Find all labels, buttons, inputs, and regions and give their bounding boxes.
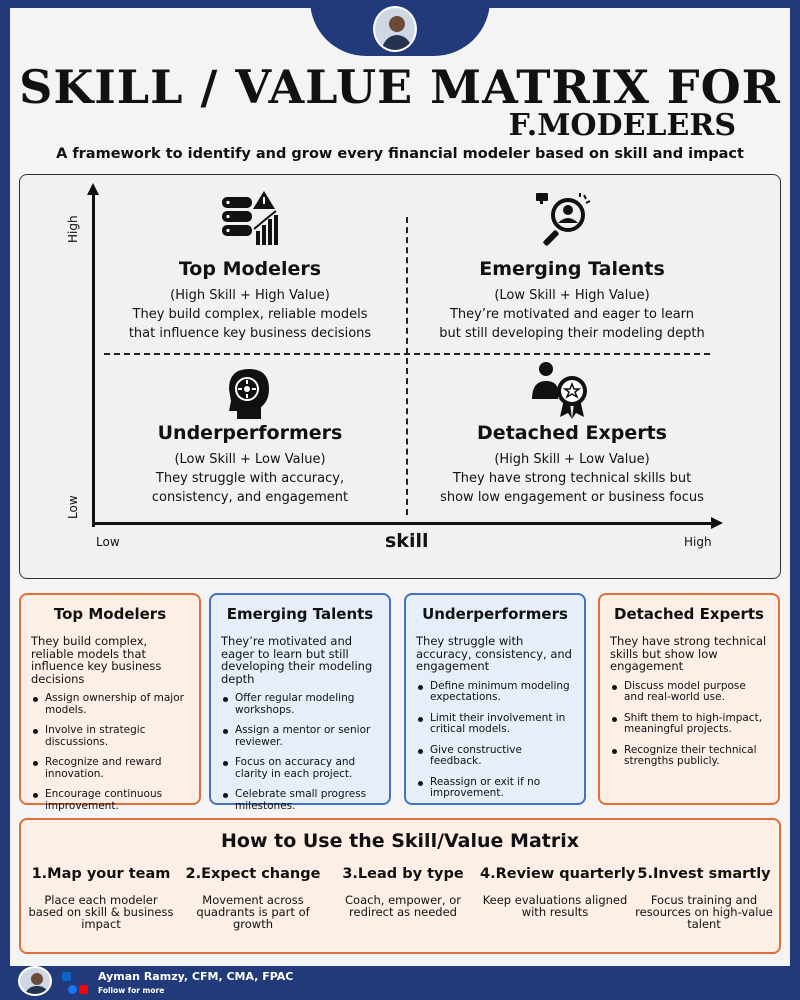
quadrant-desc-line: They have strong technical skills but	[452, 471, 692, 486]
step-map-your-team: 1.Map your team Place each modeler based…	[26, 866, 176, 930]
head-arrows-icon	[223, 365, 275, 425]
x-axis-arrow	[711, 517, 723, 529]
quadrant-desc-line: but still developing their modeling dept…	[439, 326, 705, 341]
card-emerging-talents: Emerging Talents They’re motivated and e…	[209, 593, 391, 811]
vertical-divider	[406, 217, 408, 515]
how-to-use-title: How to Use the Skill/Value Matrix	[221, 830, 579, 852]
quadrant-detached-experts: Detached Experts (High Skill + Low Value…	[422, 422, 722, 507]
card-title: Detached Experts	[614, 605, 764, 623]
list-item: Reassign or exit if no improvement.	[416, 776, 574, 800]
follow-text: Follow for more	[98, 986, 165, 995]
x-axis-title: skill	[385, 530, 429, 552]
card-title: Underperformers	[422, 605, 568, 623]
x-axis-high-label: High	[684, 535, 712, 549]
quadrant-tag: (Low Skill + High Value)	[494, 288, 650, 303]
card-top-modelers: Top Modelers They build complex, reliabl…	[19, 593, 201, 811]
quadrant-title: Emerging Talents	[479, 258, 665, 280]
step-desc: Coach, empower, or redirect as needed	[345, 893, 461, 919]
quadrant-underperformers: Underperformers (Low Skill + Low Value) …	[100, 422, 400, 507]
x-axis	[92, 522, 712, 525]
step-heading: 5.Invest smartly	[637, 866, 771, 882]
list-item: Recognize and reward innovation.	[31, 756, 189, 780]
magnifier-person-icon	[534, 191, 594, 253]
y-axis-arrow	[87, 183, 99, 195]
list-item: Assign a mentor or senior reviewer.	[221, 724, 379, 748]
author-avatar	[373, 6, 417, 52]
quadrant-desc-line: show low engagement or business focus	[440, 490, 704, 505]
quadrant-tag: (High Skill + Low Value)	[494, 452, 650, 467]
quadrant-desc-line: They build complex, reliable models	[132, 307, 368, 322]
step-review-quarterly: 4.Review quarterly Keep evaluations alig…	[480, 866, 636, 919]
list-item: Shift them to high-impact, meaningful pr…	[610, 712, 768, 736]
list-item: Define minimum modeling expectations.	[416, 680, 574, 704]
list-item: Give constructive feedback.	[416, 744, 574, 768]
quadrant-top-modelers: Top Modelers (High Skill + High Value) T…	[100, 258, 400, 343]
step-lead-by-type: 3.Lead by type Coach, empower, or redire…	[328, 866, 478, 918]
author-avatar-small	[18, 966, 52, 996]
page-title: SKILL / VALUE MATRIX FOR	[19, 60, 781, 114]
quadrant-desc-line: that influence key business decisions	[128, 326, 372, 341]
list-item: Discuss model purpose and real-world use…	[610, 680, 768, 704]
page-title-line2: F.MODELERS	[508, 108, 736, 143]
card-title: Emerging Talents	[226, 605, 374, 623]
list-item: Limit their involvement in critical mode…	[416, 712, 574, 736]
quadrant-title: Top Modelers	[178, 258, 322, 280]
card-list: Offer regular modeling workshops. Assign…	[221, 692, 379, 812]
list-item: Focus on accuracy and clarity in each pr…	[221, 756, 379, 780]
list-item: Assign ownership of major models.	[31, 692, 189, 716]
step-heading: 4.Review quarterly	[480, 866, 636, 882]
person-award-icon	[530, 359, 592, 425]
horizontal-divider	[104, 353, 710, 355]
card-underperformers: Underperformers They struggle with accur…	[404, 593, 586, 805]
list-item: Offer regular modeling workshops.	[221, 692, 379, 716]
facebook-icon[interactable]	[68, 985, 77, 994]
y-axis-low-label: Low	[66, 495, 80, 519]
list-item: Involve in strategic discussions.	[31, 724, 189, 748]
quadrant-desc-line: They struggle with accuracy,	[155, 471, 345, 486]
list-item: Recognize their technical strengths publ…	[610, 744, 768, 768]
quadrant-title: Detached Experts	[477, 422, 667, 444]
page-subtitle: A framework to identify and grow every f…	[56, 146, 744, 162]
quadrant-desc-line: They’re motivated and eager to learn	[449, 307, 695, 322]
linkedin-icon[interactable]	[62, 972, 71, 981]
step-invest-smartly: 5.Invest smartly Focus training and reso…	[629, 866, 779, 930]
quadrant-tag: (Low Skill + Low Value)	[174, 452, 326, 467]
step-heading: 3.Lead by type	[342, 866, 464, 882]
card-desc: They have strong technical skills but sh…	[610, 634, 767, 673]
skill-value-matrix: High Low Low High skill	[19, 174, 781, 579]
youtube-icon[interactable]	[79, 985, 88, 994]
step-heading: 2.Expect change	[185, 866, 321, 882]
quadrant-emerging-talents: Emerging Talents (Low Skill + High Value…	[422, 258, 722, 343]
server-chart-warning-icon	[220, 189, 280, 251]
step-desc: Focus training and resources on high-val…	[635, 893, 773, 931]
step-expect-change: 2.Expect change Movement across quadrant…	[178, 866, 328, 930]
quadrant-title: Underperformers	[157, 422, 343, 444]
quadrant-tag: (High Skill + High Value)	[170, 288, 330, 303]
y-axis	[92, 191, 95, 527]
card-title: Top Modelers	[53, 605, 167, 623]
card-desc: They build complex, reliable models that…	[31, 634, 162, 686]
quadrant-desc-line: consistency, and engagement	[151, 490, 349, 505]
card-list: Discuss model purpose and real-world use…	[610, 680, 768, 768]
step-desc: Movement across quadrants is part of gro…	[196, 893, 310, 931]
card-list: Define minimum modeling expectations. Li…	[416, 680, 574, 800]
step-desc: Keep evaluations aligned with results	[482, 893, 628, 919]
step-desc: Place each modeler based on skill & busi…	[28, 893, 174, 931]
card-desc: They’re motivated and eager to learn but…	[221, 634, 373, 686]
author-name: Ayman Ramzy, CFM, CMA, FPAC	[98, 970, 294, 983]
y-axis-high-label: High	[66, 215, 80, 243]
card-desc: They struggle with accuracy, consistency…	[416, 634, 572, 673]
card-list: Assign ownership of major models. Involv…	[31, 692, 189, 812]
how-to-use-panel: How to Use the Skill/Value Matrix 1.Map …	[19, 818, 781, 954]
list-item: Celebrate small progress milestones.	[221, 788, 379, 812]
x-axis-low-label: Low	[96, 535, 120, 549]
step-heading: 1.Map your team	[31, 866, 171, 882]
card-detached-experts: Detached Experts They have strong techni…	[598, 593, 780, 805]
list-item: Encourage continuous improvement.	[31, 788, 189, 812]
